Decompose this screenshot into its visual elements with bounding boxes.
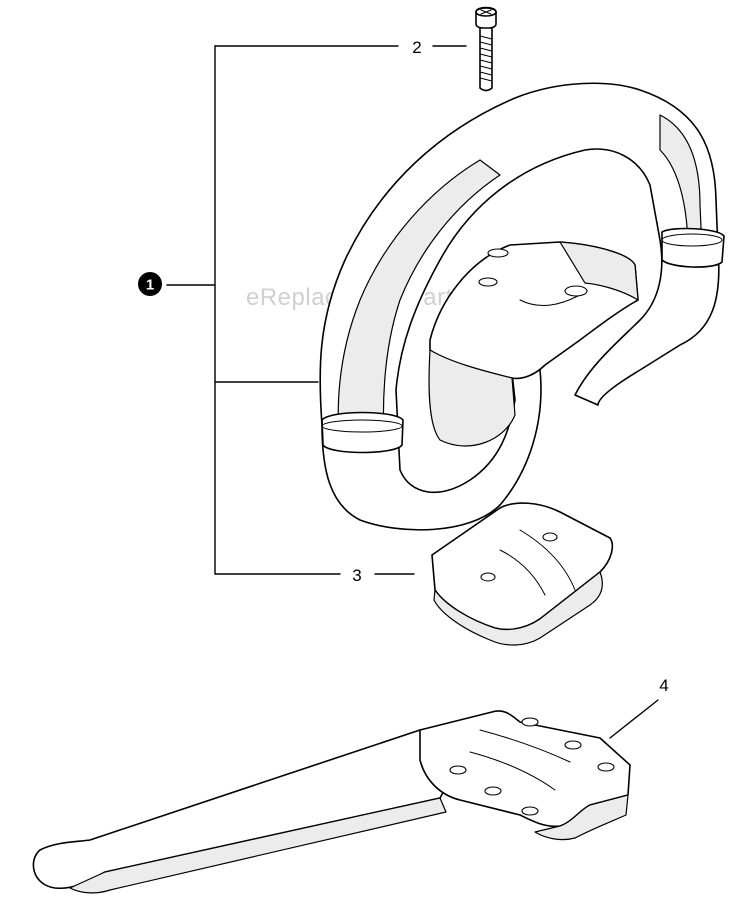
- callout-1-badge: 1: [138, 272, 162, 296]
- callout-4-leader: [609, 699, 659, 739]
- handle-assembly-part: [319, 82, 725, 531]
- callout-4-label: 4: [659, 676, 668, 695]
- handle-clamp-block-part: [431, 502, 614, 646]
- screw-part: [475, 6, 497, 92]
- handle-bracket-lever-part: [32, 710, 631, 894]
- callout-2-label: 2: [412, 38, 421, 57]
- callout-bracket: [166, 45, 467, 575]
- callout-3-label: 3: [352, 566, 361, 585]
- callout-1-label: 1: [146, 277, 154, 294]
